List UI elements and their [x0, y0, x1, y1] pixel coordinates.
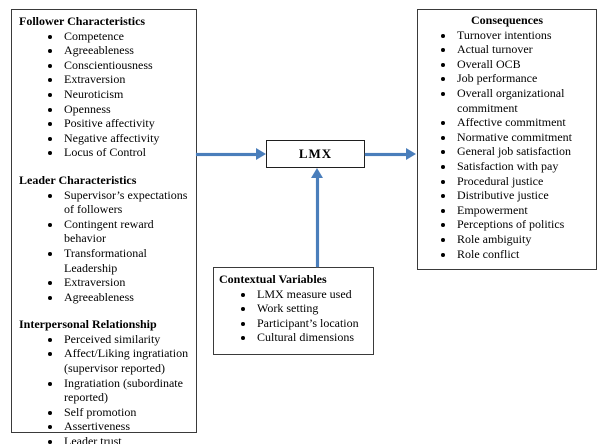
list-item: Transformational Leadership — [62, 246, 193, 275]
list-item: Positive affectivity — [62, 116, 193, 131]
consequences-box: Consequences Turnover intentionsActual t… — [417, 9, 597, 270]
lmx-label: LMX — [298, 145, 333, 161]
interpersonal-relationship-list: Perceived similarityAffect/Liking ingrat… — [19, 332, 193, 444]
list-item: Assertiveness — [62, 419, 193, 434]
list-item: Normative commitment — [455, 130, 593, 145]
follower-characteristics-list: CompetenceAgreeablenessConscientiousness… — [19, 29, 193, 160]
list-item: Empowerment — [455, 203, 593, 218]
list-item: Affect/Liking ingratiation (supervisor r… — [62, 346, 193, 375]
list-item: Procedural justice — [455, 174, 593, 189]
list-item: Agreeableness — [62, 290, 193, 305]
section-heading: Contextual Variables — [219, 272, 327, 286]
list-item: Participant’s location — [255, 316, 370, 331]
list-item: Cultural dimensions — [255, 330, 370, 345]
list-item: Extraversion — [62, 275, 193, 290]
list-item: Supervisor’s expectations of followers — [62, 188, 193, 217]
list-item: Openness — [62, 102, 193, 117]
list-item: Negative affectivity — [62, 131, 193, 146]
list-item: Overall OCB — [455, 57, 593, 72]
arrowhead-up-icon — [311, 168, 323, 178]
antecedents-box: Follower Characteristics CompetenceAgree… — [11, 9, 197, 444]
list-item: Affective commitment — [455, 115, 593, 130]
list-item: Neuroticism — [62, 87, 193, 102]
section-heading: Interpersonal Relationship — [19, 317, 157, 332]
list-item: Agreeableness — [62, 43, 193, 58]
interpersonal-relationship-section: Interpersonal Relationship Perceived sim… — [19, 317, 193, 444]
list-item: Distributive justice — [455, 188, 593, 203]
contextual-variables-box: Contextual Variables LMX measure usedWor… — [213, 267, 374, 355]
arrow-antecedents-to-lmx — [196, 153, 258, 156]
list-item: Conscientiousness — [62, 58, 193, 73]
list-item: Work setting — [255, 301, 370, 316]
arrowhead-right-icon — [406, 148, 416, 160]
section-heading: Follower Characteristics — [19, 14, 146, 28]
list-item: Turnover intentions — [455, 28, 593, 43]
section-heading: Leader Characteristics — [19, 172, 137, 187]
list-item: Satisfaction with pay — [455, 159, 593, 174]
list-item: Actual turnover — [455, 42, 593, 57]
lmx-node: LMX — [266, 140, 365, 168]
list-item: Extraversion — [62, 72, 193, 87]
list-item: Competence — [62, 29, 193, 44]
list-item: Self promotion — [62, 405, 193, 420]
list-item: Locus of Control — [62, 145, 193, 160]
leader-characteristics-section: Leader Characteristics Supervisor’s expe… — [19, 173, 193, 304]
list-item: Overall organizational commitment — [455, 86, 593, 115]
section-heading: Consequences — [470, 13, 543, 27]
list-item: Job performance — [455, 71, 593, 86]
consequences-list: Turnover intentionsActual turnoverOveral… — [421, 28, 593, 262]
list-item: Role ambiguity — [455, 232, 593, 247]
follower-characteristics-section: Follower Characteristics CompetenceAgree… — [19, 14, 193, 160]
contextual-variables-list: LMX measure usedWork settingParticipant’… — [219, 287, 370, 345]
list-item: Ingratiation (subordinate reported) — [62, 376, 193, 405]
list-item: Perceived similarity — [62, 332, 193, 347]
arrow-lmx-to-consequences — [365, 153, 408, 156]
list-item: Role conflict — [455, 247, 593, 262]
list-item: Leader trust — [62, 434, 193, 444]
list-item: Contingent reward behavior — [62, 217, 193, 246]
arrow-contextual-to-lmx — [316, 177, 319, 267]
leader-characteristics-list: Supervisor’s expectations of followersCo… — [19, 188, 193, 305]
arrowhead-right-icon — [256, 148, 266, 160]
list-item: LMX measure used — [255, 287, 370, 302]
list-item: General job satisfaction — [455, 144, 593, 159]
list-item: Perceptions of politics — [455, 217, 593, 232]
